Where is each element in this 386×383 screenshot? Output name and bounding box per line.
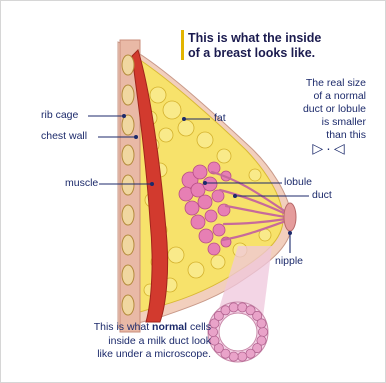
size-note-line: is smaller bbox=[236, 116, 366, 129]
size-note-line: duct or lobule bbox=[236, 103, 366, 116]
caption-line-2: inside a milk duct look bbox=[36, 335, 211, 349]
size-note-line: The real size bbox=[236, 77, 366, 90]
title-line-1: This is what the inside bbox=[188, 31, 378, 46]
microscope-caption: This is what normal cells inside a milk … bbox=[36, 321, 211, 362]
caption-line-1: This is what normal cells bbox=[36, 321, 211, 335]
diagram-title: This is what the inside of a breast look… bbox=[188, 31, 378, 61]
label-fat: fat bbox=[214, 112, 226, 124]
size-note-line: of a normal bbox=[236, 90, 366, 103]
duct-cell bbox=[238, 352, 247, 361]
size-comparison-symbols: ▷·◁ bbox=[298, 140, 362, 156]
label-nipple: nipple bbox=[275, 255, 303, 267]
caption-line-3: like under a microscope. bbox=[36, 348, 211, 362]
nipple-shape bbox=[284, 203, 296, 231]
right-triangle-icon: ▷ bbox=[312, 140, 326, 156]
left-triangle-icon: ◁ bbox=[334, 140, 348, 156]
dot-icon: · bbox=[326, 140, 334, 156]
label-duct: duct bbox=[312, 189, 332, 201]
duct-cell bbox=[229, 303, 238, 312]
duct-cell bbox=[257, 319, 266, 328]
title-line-2: of a breast looks like. bbox=[188, 46, 378, 61]
label-rib-cage: rib cage bbox=[41, 109, 78, 121]
label-chest-wall: chest wall bbox=[41, 130, 87, 142]
title-accent-rule bbox=[181, 30, 184, 60]
duct-cell bbox=[258, 327, 267, 336]
size-note: The real size of a normal duct or lobule… bbox=[236, 77, 366, 142]
rib-cage-ribs bbox=[122, 55, 134, 315]
label-lobule: lobule bbox=[284, 176, 312, 188]
duct-cell bbox=[210, 336, 219, 345]
label-muscle: muscle bbox=[65, 177, 98, 189]
